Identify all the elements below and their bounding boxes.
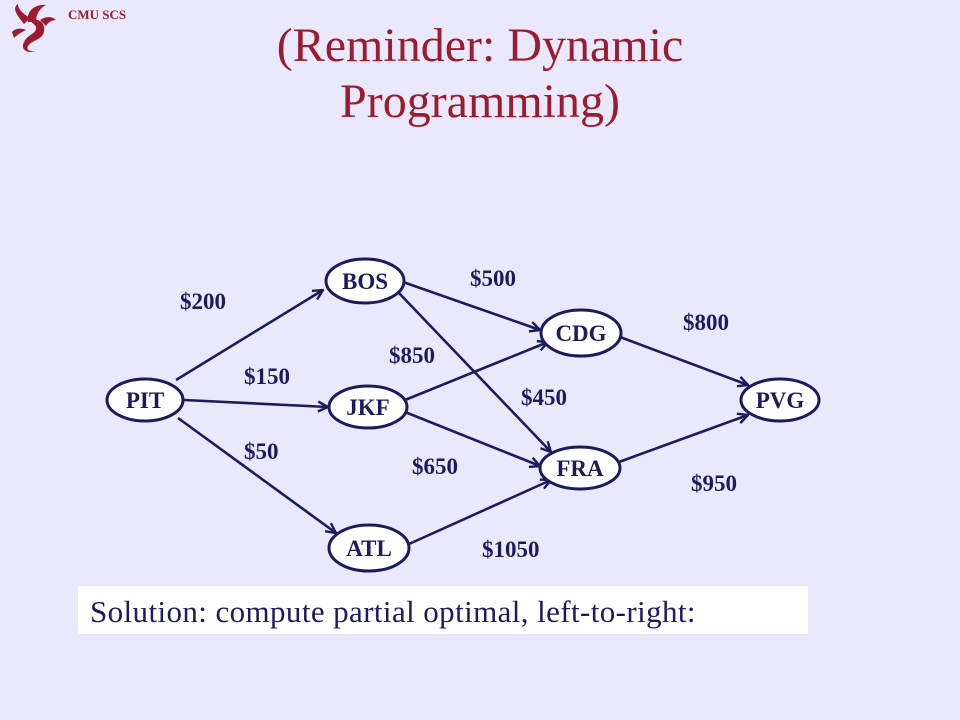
node-jkf: JKF — [327, 384, 409, 430]
node-label-bos: BOS — [342, 269, 388, 294]
node-fra: FRA — [538, 445, 622, 491]
node-ellipse-fra — [538, 445, 622, 491]
edge-pit-jkf — [183, 398, 328, 407]
cost-label-pit-atl: $50 — [244, 439, 279, 464]
cost-label-cdg-pvg: $800 — [683, 310, 729, 335]
node-ellipse-pit — [105, 377, 185, 423]
cost-label-fra-pvg: $950 — [691, 471, 737, 496]
node-label-pvg: PVG — [756, 388, 805, 413]
node-pit: PIT — [105, 377, 185, 423]
edge-fra-pvg — [618, 415, 748, 464]
slide-title: (Reminder: Dynamic Programming) — [160, 18, 800, 130]
node-ellipse-jkf — [327, 384, 409, 430]
cost-label-jkf-cdg: $850 — [389, 343, 435, 368]
title-line-1: (Reminder: Dynamic — [276, 19, 684, 72]
cost-label-bos-fra: $450 — [521, 385, 567, 410]
header-label: CMU SCS — [68, 7, 127, 22]
cost-label-jkf-fra: $650 — [412, 454, 458, 479]
node-cdg: CDG — [539, 308, 623, 358]
node-label-jkf: JKF — [346, 395, 389, 420]
node-label-pit: PIT — [126, 388, 164, 413]
node-label-fra: FRA — [556, 456, 604, 481]
edge-pit-bos — [175, 290, 323, 382]
solution-box: Solution: compute partial optimal, left-… — [78, 586, 808, 634]
node-pvg: PVG — [739, 377, 821, 423]
cost-label-pit-bos: $200 — [180, 289, 226, 314]
cost-label-pit-jkf: $150 — [244, 364, 290, 389]
title-line-2: Programming) — [340, 75, 620, 128]
node-atl: ATL — [327, 523, 411, 573]
node-ellipse-bos — [324, 257, 406, 305]
solution-text: Solution: compute partial optimal, left-… — [90, 594, 696, 629]
edge-pit-atl — [177, 416, 336, 533]
cost-label-atl-fra: $1050 — [482, 537, 540, 562]
node-bos: BOS — [324, 257, 406, 305]
node-ellipse-pvg — [739, 377, 821, 423]
cost-label-bos-cdg: $500 — [470, 266, 516, 291]
node-ellipse-cdg — [539, 308, 623, 358]
edge-atl-fra — [408, 480, 551, 546]
node-ellipse-atl — [327, 523, 411, 573]
edge-bos-cdg — [402, 280, 540, 330]
node-label-atl: ATL — [346, 536, 392, 561]
dragon-icon — [12, 4, 56, 52]
edge-jkf-cdg — [404, 342, 548, 402]
node-label-cdg: CDG — [555, 321, 606, 346]
edge-cdg-pvg — [619, 335, 748, 385]
edge-jkf-fra — [404, 410, 540, 466]
